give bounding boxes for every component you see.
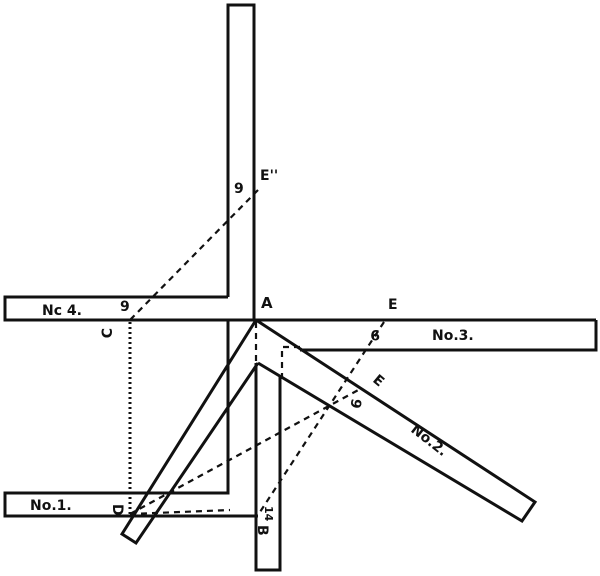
label-d: D [109,504,125,516]
label-e-upper: E'' [260,168,278,184]
label-no2: No.2. [408,422,451,460]
label-fourteen: 14 [262,506,275,522]
arm-no4 [3,295,596,322]
label-b: B [254,525,270,536]
label-e-top: E [388,297,398,313]
dashed-line-d-e [129,387,363,515]
arm-no2 [255,318,538,524]
label-a: A [261,294,273,312]
dashed-line-e-b [259,321,385,513]
label-nine-no3: 9 [370,326,380,342]
diagonal-bar [119,319,260,546]
arm-no3 [300,320,598,352]
label-nine-no4: 9 [120,299,130,315]
dashed-line-d-corner [129,508,231,516]
label-e-mid: E [369,372,387,390]
lower-vertical-bar [254,363,282,572]
label-no3: No.3. [432,328,474,344]
dashed-line-e-upper-c [127,189,259,323]
dashed-corner [226,345,300,490]
label-nine-upper: 9 [234,181,244,197]
label-c: C [100,328,116,338]
label-no4: Nc 4. [42,303,82,319]
upper-vertical-bar [226,3,256,320]
label-nine-no2: 9 [346,397,363,409]
label-no1: No.1. [30,498,72,514]
